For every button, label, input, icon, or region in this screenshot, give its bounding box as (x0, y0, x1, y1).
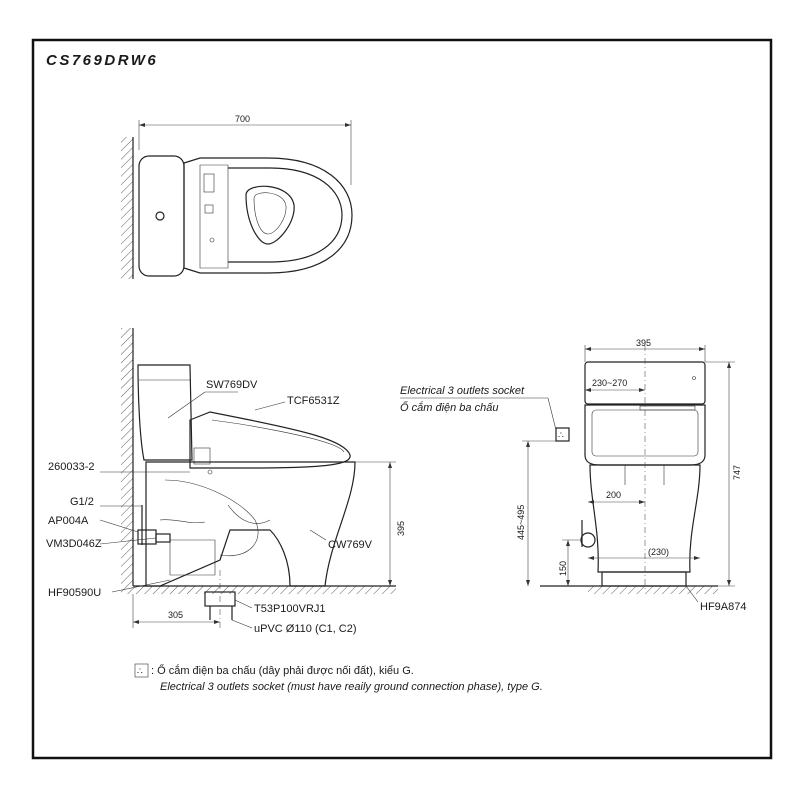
label-g12: G1/2 (70, 496, 94, 508)
note-line-1: : Ổ cắm điện ba chấu (dây phải được nối … (151, 664, 414, 677)
top-view: 700 (121, 114, 353, 279)
label-vm3d: VM3D046Z (46, 538, 102, 550)
top-wall-hatch (121, 137, 133, 279)
label-hf90590u: HF90590U (48, 587, 101, 599)
svg-text:∴: ∴ (558, 430, 564, 440)
dim-front-total-height: 747 (732, 465, 742, 480)
label-upvc: uPVC Ø110 (C1, C2) (254, 623, 357, 635)
label-tank: SW769DV (206, 379, 258, 391)
dim-side-height: 395 (396, 521, 406, 536)
model-title: CS769DRW6 (46, 52, 158, 69)
dim-front-width: 395 (636, 338, 651, 348)
dim-front-230: (230) (648, 547, 669, 557)
dim-front-range: 230~270 (592, 378, 627, 388)
label-t53p: T53P100VRJ1 (254, 603, 326, 615)
footnote: ∴ : Ổ cắm điện ba chấu (dây phải được nố… (134, 663, 543, 693)
label-ap004a: AP004A (48, 515, 89, 527)
dim-side-offset: 305 (168, 610, 183, 620)
side-floor-hatch (121, 586, 396, 594)
label-bowl: CW769V (328, 539, 373, 551)
socket-label-vi: Ổ cắm điện ba chấu (400, 401, 498, 414)
drawing-border (31, 38, 773, 760)
dim-front-150: 150 (558, 561, 568, 576)
dim-front-height-range: 445~495 (516, 505, 526, 540)
dim-front-200: 200 (606, 490, 621, 500)
note-symbol-icon: ∴ (137, 666, 143, 676)
side-view: 395 305 SW769DV TCF6531Z CW769V 260033-2… (46, 328, 406, 635)
side-wall-hatch (121, 328, 133, 586)
label-hf9a874: HF9A874 (700, 601, 746, 613)
socket-label-en: Electrical 3 outlets socket (400, 385, 525, 397)
label-seat: TCF6531Z (287, 395, 340, 407)
front-view: ∴ 395 230~270 200 (230) 445~495 150 (400, 338, 746, 613)
label-260033: 260033-2 (48, 461, 95, 473)
front-floor-hatch (588, 586, 718, 594)
dim-top-width: 700 (235, 114, 250, 124)
note-line-2: Electrical 3 outlets socket (must have r… (160, 681, 543, 693)
